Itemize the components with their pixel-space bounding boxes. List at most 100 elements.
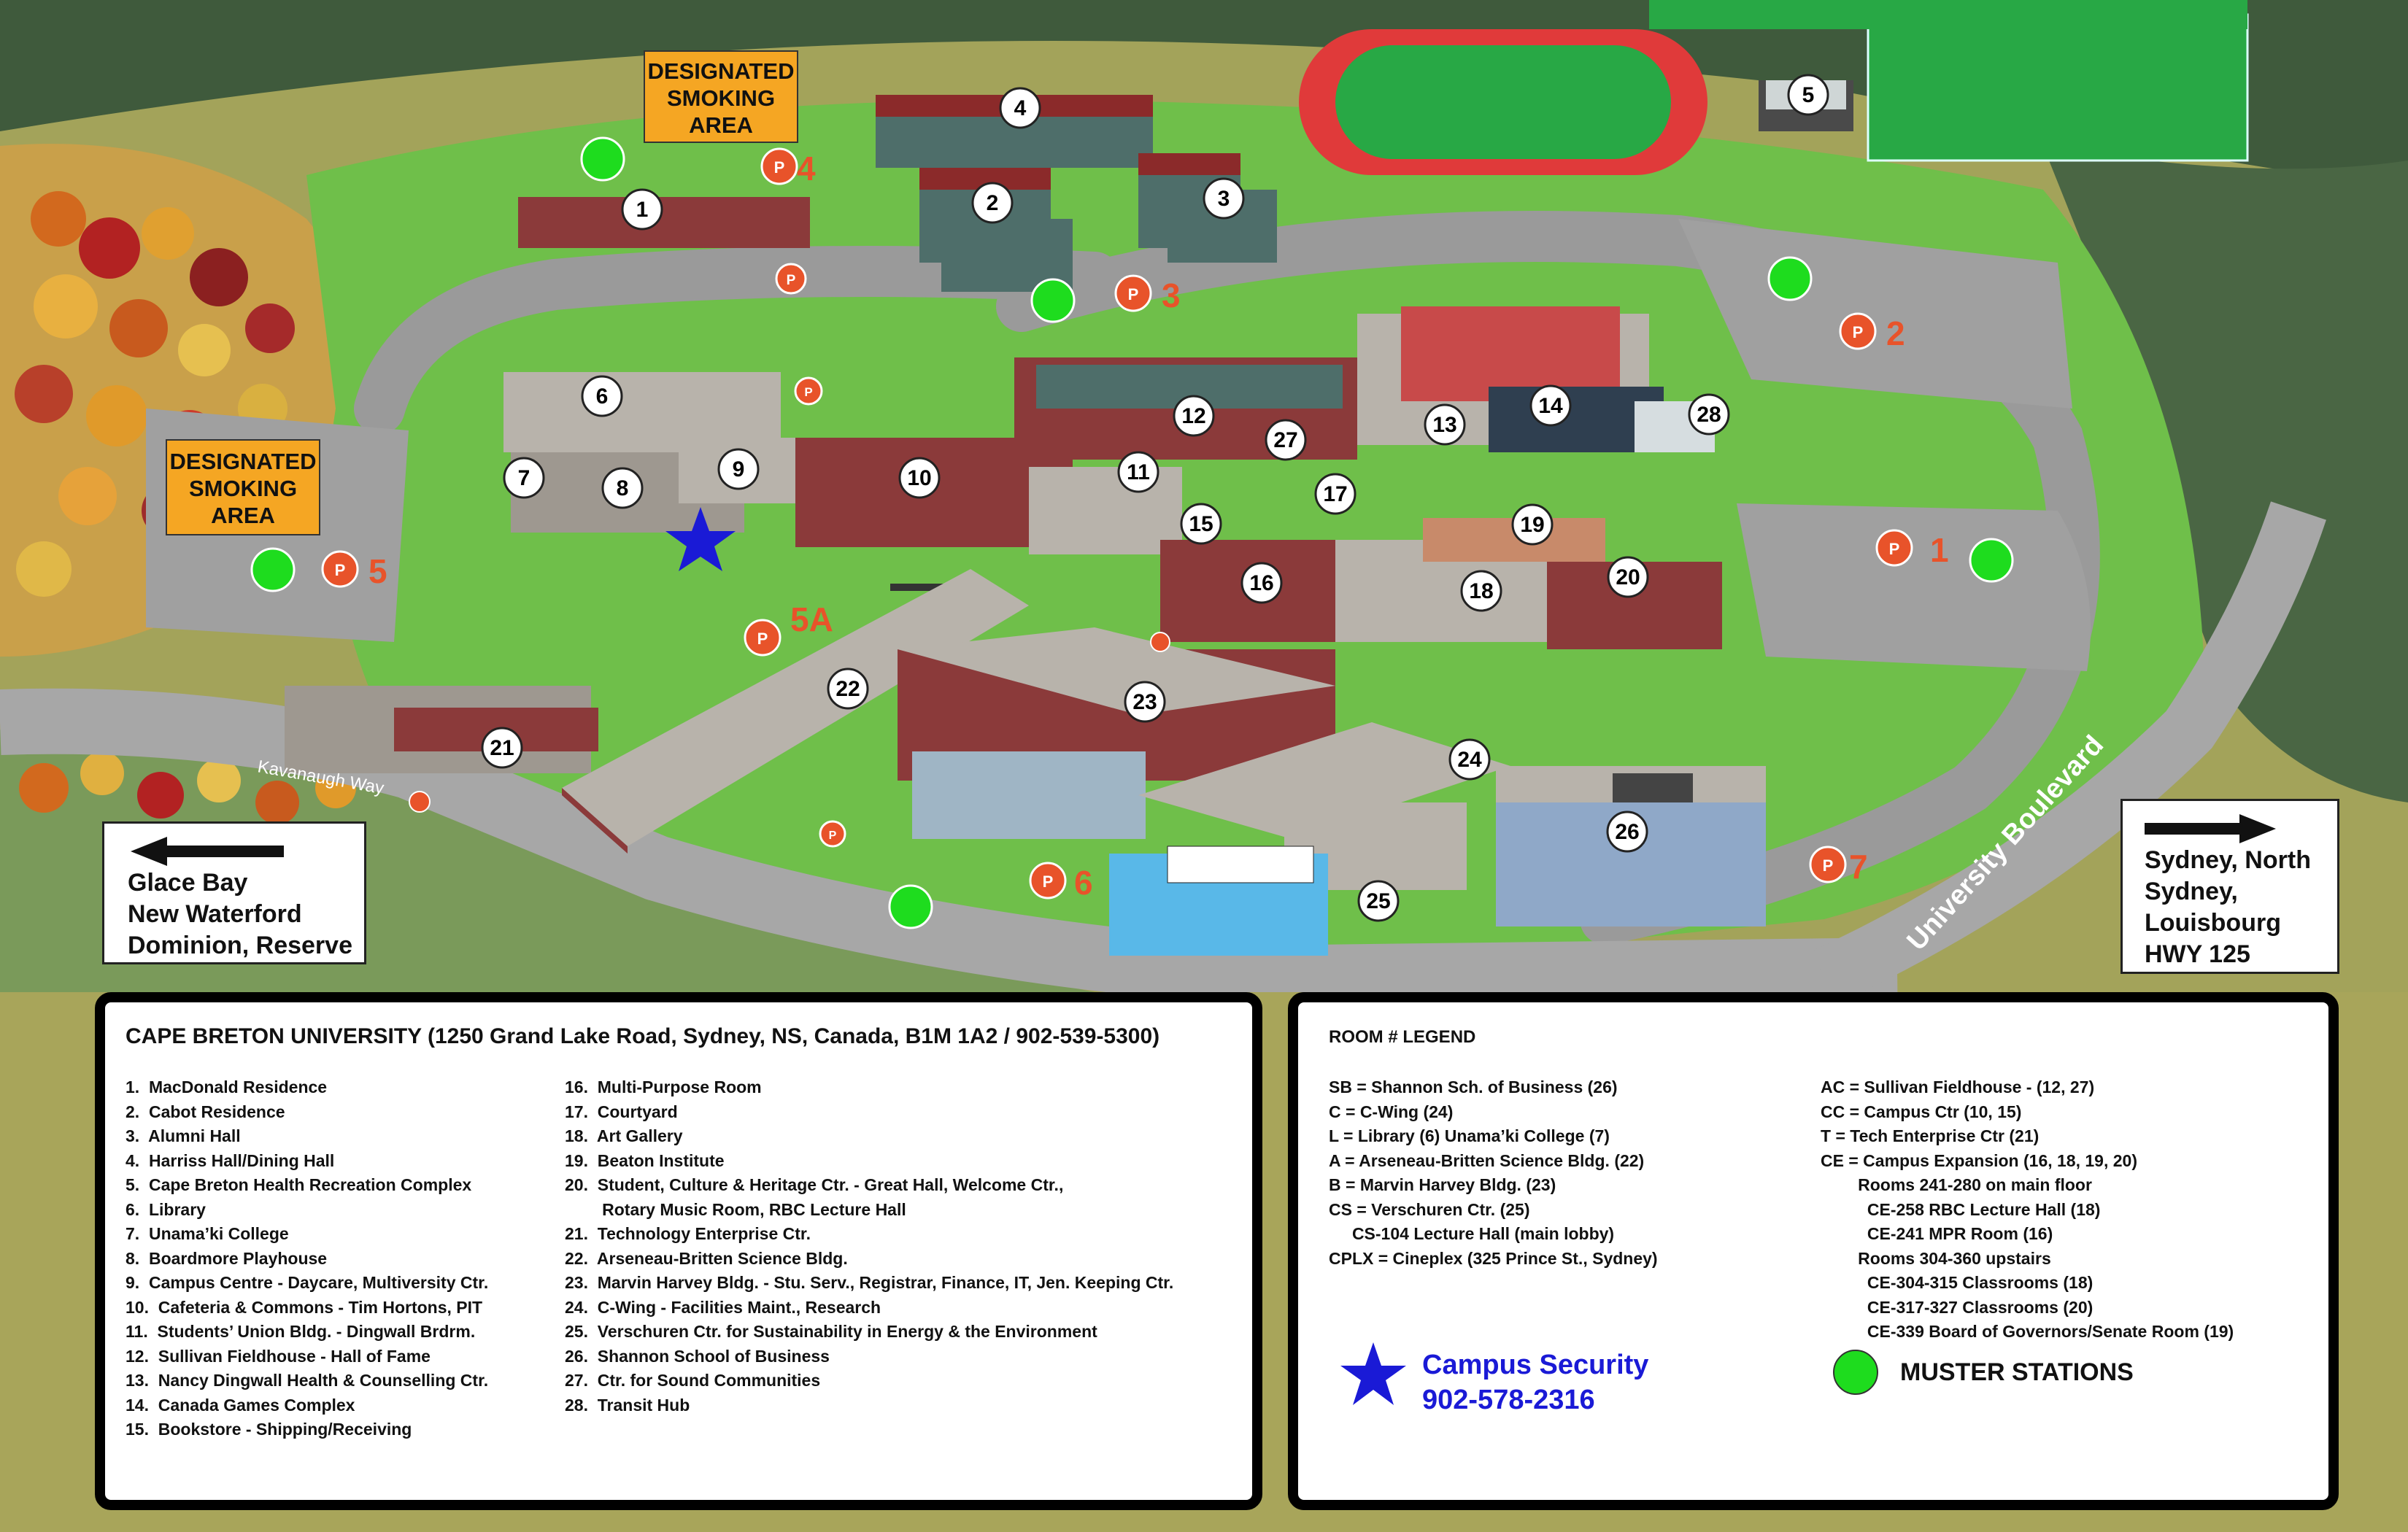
svg-text:5: 5: [368, 552, 387, 590]
university-boulevard: [1812, 501, 2326, 992]
svg-text:6: 6: [1074, 864, 1093, 902]
campus-security-label: Campus Security: [1422, 1350, 1649, 1380]
building-marker-9: 9: [717, 448, 760, 490]
svg-text:5A: 5A: [790, 600, 833, 638]
svg-text:4: 4: [1014, 96, 1027, 120]
room-legend-item: Rooms 304-360 upstairs: [1821, 1248, 2051, 1268]
svg-text:P: P: [1823, 856, 1834, 875]
svg-text:3: 3: [1218, 187, 1230, 211]
svg-text:P: P: [335, 561, 346, 579]
legend-item: 15. Bookstore - Shipping/Receiving: [126, 1420, 412, 1439]
building-marker-8: 8: [601, 467, 644, 509]
building-marker-1: 1: [621, 188, 663, 231]
legend-item: 7. Unama’ki College: [126, 1224, 289, 1243]
building-marker-24: 24: [1448, 738, 1491, 781]
smoking-area-sign-left: DESIGNATED SMOKING AREA: [166, 439, 320, 535]
building-marker-4: 4: [999, 87, 1041, 129]
field-top: [1649, 0, 2247, 29]
svg-text:17: 17: [1323, 482, 1347, 506]
svg-text:13: 13: [1432, 413, 1456, 437]
legend-title: CAPE BRETON UNIVERSITY (1250 Grand Lake …: [126, 1024, 1160, 1048]
kavanaugh-way-road: [0, 688, 1898, 992]
building-marker-2: 2: [971, 182, 1014, 224]
room-legend-item: CE-317-327 Classrooms (20): [1821, 1297, 2094, 1317]
building-marker-18: 18: [1460, 570, 1502, 612]
legend-item: 17. Courtyard: [565, 1102, 678, 1121]
svg-text:P: P: [1853, 323, 1864, 341]
arrow-right-icon: [2145, 814, 2276, 843]
svg-text:21: 21: [490, 736, 514, 760]
legend-item: 16. Multi-Purpose Room: [565, 1078, 762, 1096]
building-marker-22: 22: [827, 668, 869, 710]
svg-text:23: 23: [1132, 690, 1157, 714]
building-marker-10: 10: [898, 457, 941, 499]
legend-item: 10. Cafeteria & Commons - Tim Hortons, P…: [126, 1297, 483, 1317]
legend-item: 13. Nancy Dingwall Health & Counselling …: [126, 1371, 489, 1390]
campus-security-phone: 902-578-2316: [1422, 1385, 1595, 1415]
muster-stations-label: MUSTER STATIONS: [1900, 1358, 2134, 1386]
room-legend-item: C = C-Wing (24): [1329, 1102, 1454, 1121]
forest-right: [2043, 146, 2408, 802]
building-marker-5: 5: [1787, 74, 1829, 116]
room-legend-item: Rooms 241-280 on main floor: [1821, 1175, 2092, 1194]
soccer-field-right: [1867, 13, 2249, 162]
building-marker-11: 11: [1117, 451, 1159, 493]
room-legend-item: A = Arseneau-Britten Science Bldg. (22): [1329, 1150, 1645, 1170]
svg-text:2: 2: [987, 191, 999, 215]
svg-text:1: 1: [1930, 531, 1949, 569]
forest-top: [0, 0, 2408, 190]
svg-text:4: 4: [797, 150, 816, 187]
svg-text:P: P: [1043, 873, 1054, 891]
legend-item: 9. Campus Centre - Daycare, Multiversity…: [126, 1273, 489, 1292]
legend-item: 3. Alumni Hall: [126, 1126, 241, 1145]
room-legend-item: L = Library (6) Unama’ki College (7): [1329, 1126, 1610, 1145]
parking-small-markers: P P P: [409, 263, 1170, 848]
parking-marker-5a: P5A: [744, 600, 833, 657]
building-markers: 1 2 3 4 5 6 7 8 9 10 11 12 13 14 15 16 1…: [481, 74, 1829, 922]
svg-text:7: 7: [518, 466, 530, 490]
svg-text:P: P: [804, 385, 812, 399]
svg-text:P: P: [787, 273, 796, 288]
svg-text:DESIGNATED: DESIGNATED: [648, 58, 795, 84]
room-legend-column-2: AC = Sullivan Fieldhouse - (12, 27)CC = …: [1821, 1075, 2234, 1345]
room-legend-item: CE = Campus Expansion (16, 18, 19, 20): [1821, 1150, 2137, 1170]
svg-text:8: 8: [617, 476, 629, 500]
muster-stations: [250, 136, 2014, 929]
building-marker-28: 28: [1688, 393, 1730, 436]
building-marker-26: 26: [1606, 811, 1648, 853]
legend-item: 26. Shannon School of Business: [565, 1346, 830, 1366]
direction-text-left: Glace Bay New Waterford Dominion, Reserv…: [128, 869, 352, 959]
svg-text:P: P: [1889, 540, 1900, 558]
direction-box-left: Glace Bay New Waterford Dominion, Reserv…: [102, 821, 366, 964]
svg-text:18: 18: [1469, 579, 1493, 603]
svg-text:12: 12: [1181, 404, 1205, 428]
legend-item: 14. Canada Games Complex: [126, 1395, 355, 1415]
svg-text:22: 22: [836, 677, 860, 701]
room-legend-title: ROOM # LEGEND: [1329, 1027, 1476, 1047]
legend-item: 24. C-Wing - Facilities Maint., Research: [565, 1297, 881, 1317]
direction-box-right: Sydney, North Sydney, Louisbourg HWY 125: [2120, 799, 2339, 974]
room-legend-item: CE-241 MPR Room (16): [1821, 1224, 2053, 1243]
building-marker-13: 13: [1424, 403, 1466, 446]
svg-text:11: 11: [1127, 460, 1150, 484]
svg-text:7: 7: [1849, 848, 1868, 886]
svg-text:P: P: [774, 158, 785, 177]
legend-item: 20. Student, Culture & Heritage Ctr. - G…: [565, 1175, 1064, 1194]
room-legend-item: CE-304-315 Classrooms (18): [1821, 1273, 2094, 1292]
legend-item: Rotary Music Room, RBC Lecture Hall: [565, 1199, 906, 1219]
room-legend-item: SB = Shannon Sch. of Business (26): [1329, 1078, 1618, 1096]
building-marker-23: 23: [1124, 681, 1166, 723]
svg-text:AREA: AREA: [211, 503, 275, 528]
svg-text:2: 2: [1886, 314, 1905, 352]
svg-text:SMOKING: SMOKING: [667, 85, 775, 111]
svg-text:DESIGNATED: DESIGNATED: [170, 449, 317, 474]
arrow-left-icon: [131, 837, 284, 866]
svg-text:P: P: [1128, 285, 1139, 303]
legend-item: 23. Marvin Harvey Bldg. - Stu. Serv., Re…: [565, 1273, 1174, 1292]
